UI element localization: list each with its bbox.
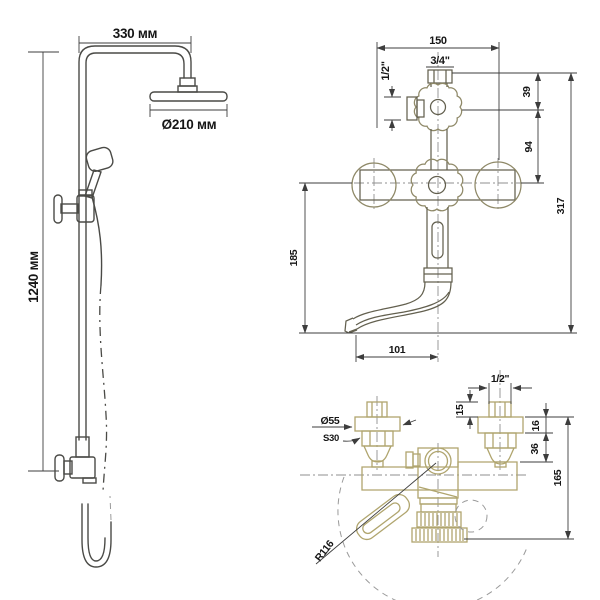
dim-39-label: 39: [521, 86, 533, 98]
dim-side-1-2-label: 1/2": [491, 373, 510, 385]
dim-36-label: 36: [529, 443, 541, 455]
upper-valve-handle: [413, 82, 463, 132]
bottom-bracket: [54, 436, 97, 484]
right-flange-plate: [477, 416, 524, 434]
knurled-ring-lower: [411, 527, 468, 543]
handle-swing-arc: [337, 476, 529, 600]
dim-3-4-label: 3/4": [430, 55, 449, 67]
dim-94-label: 94: [523, 141, 535, 153]
spout-outer: [348, 281, 452, 333]
side-body-bar: [361, 461, 518, 491]
shower-hose-loop-inner: [87, 503, 106, 562]
top-nut: [427, 69, 453, 84]
mixer-front-view: 150 3/4" 1/2" 39 94 317 185 101: [288, 35, 577, 362]
mixer-side-view: 1/2" 15 16 36 165 Ø55 S30: [300, 370, 574, 600]
shower-rail-outer: [78, 45, 192, 441]
spout-inner: [352, 281, 426, 320]
upper-side-port-neck: [416, 99, 425, 118]
dim-330-label: 330 мм: [113, 26, 158, 41]
upper-valve-stem: [429, 98, 447, 116]
dim-1-2-label: 1/2": [380, 61, 392, 80]
head-connector: [179, 77, 196, 87]
hand-shower: [53, 146, 114, 224]
lever-handle: [355, 493, 411, 541]
dim-arm-width: 330 мм: [78, 26, 192, 53]
dim-317-label: 317: [555, 197, 567, 214]
dim-101-label: 101: [389, 344, 406, 356]
shower-column-view: 330 мм 1240 мм Ø210 мм: [26, 26, 228, 568]
diverter-knob-inner: [427, 450, 449, 472]
dim-15-label: 15: [454, 404, 466, 416]
mixer-body: [359, 169, 516, 201]
rain-shower-head: [149, 91, 228, 102]
slider-knob-bar: [60, 203, 79, 214]
front-view-dimensions: 150 3/4" 1/2" 39 94 317 185 101: [288, 35, 577, 362]
dim-185-label: 185: [288, 249, 300, 266]
diverter-knob-outer: [424, 447, 452, 475]
side-port-neck: [412, 453, 421, 467]
dim-1240-label: 1240 мм: [26, 251, 41, 303]
dim-head-diameter: Ø210 мм: [149, 104, 228, 132]
dim-r116-label: R116: [313, 538, 337, 564]
dim-column-height: 1240 мм: [26, 51, 59, 472]
left-hex-nut: [361, 430, 394, 447]
spout-outlet: [344, 317, 358, 334]
spout-contour: [355, 291, 450, 326]
side-port-plate: [405, 451, 414, 469]
hose-hidden-line: [109, 495, 112, 521]
left-flange: [351, 162, 397, 208]
dim-210-label: Ø210 мм: [162, 117, 217, 132]
head-collar: [177, 85, 198, 93]
right-flange: [474, 161, 522, 209]
dim-165-label: 165: [552, 469, 564, 486]
slider-holder: [76, 194, 95, 223]
shower-hose-upper: [91, 196, 103, 286]
center-valve-stem: [427, 175, 447, 195]
spout-collar: [423, 267, 453, 283]
center-valve-handle: [410, 158, 464, 212]
shower-hose-loop: [81, 503, 112, 568]
cartridge-window: [431, 221, 444, 259]
dim-o55-label: Ø55: [321, 415, 340, 427]
left-wall-connector: [354, 401, 401, 468]
dim-16-label: 16: [530, 420, 542, 432]
knurled-ring-upper: [416, 511, 462, 528]
shower-rail-inner: [85, 52, 185, 441]
dim-150-label: 150: [429, 35, 447, 47]
shower-hose-middle: [99, 284, 108, 493]
right-wall-connector: [477, 401, 524, 468]
holder-collar: [78, 189, 93, 197]
slider-knob: [53, 194, 63, 224]
alternate-outlet-position: [454, 499, 488, 533]
right-hex-nut: [484, 432, 517, 449]
dim-s30-label: S30: [323, 433, 339, 444]
left-flange-plate: [354, 416, 401, 432]
